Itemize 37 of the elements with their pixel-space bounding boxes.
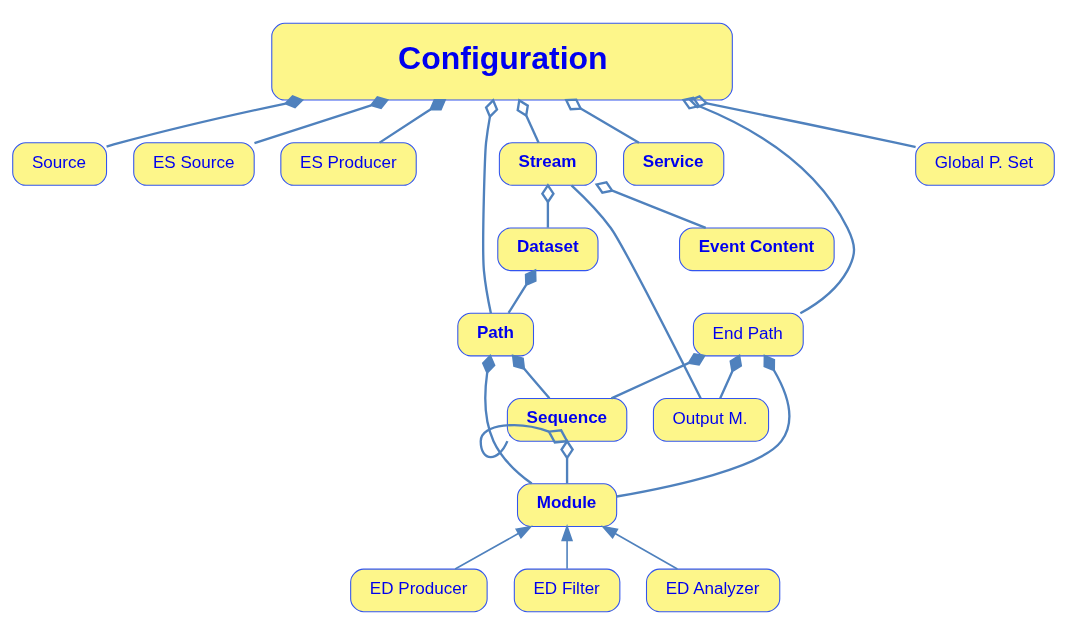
connector xyxy=(516,97,540,143)
arrow xyxy=(600,524,679,570)
connector xyxy=(479,423,569,458)
node-box: Module xyxy=(516,482,618,527)
connector xyxy=(570,184,702,399)
connector xyxy=(610,352,707,399)
connector xyxy=(482,97,499,313)
connector xyxy=(511,353,551,399)
connector xyxy=(616,353,791,498)
node-box: Path xyxy=(457,312,535,356)
connector xyxy=(481,353,533,484)
connector xyxy=(106,94,305,148)
node-box: ES Producer xyxy=(280,141,417,186)
node-box: Output M. xyxy=(652,397,770,442)
node-box: Service xyxy=(623,141,725,186)
node-box: End Path xyxy=(692,312,804,356)
arrow xyxy=(561,523,574,570)
connector xyxy=(507,268,537,314)
connector xyxy=(564,97,640,144)
node-box: ED Analyzer xyxy=(645,568,781,612)
node-box: Configuration xyxy=(271,22,733,101)
connector xyxy=(688,94,916,148)
node-box: ED Filter xyxy=(513,568,621,612)
node-box: Event Content xyxy=(679,226,835,271)
node-box: ES Source xyxy=(133,141,255,186)
connector xyxy=(540,182,555,228)
connector xyxy=(594,180,707,229)
node-box: ED Producer xyxy=(350,568,488,612)
node-box: Dataset xyxy=(497,226,599,271)
connector xyxy=(378,98,447,144)
node-box: Source xyxy=(12,141,108,186)
connector xyxy=(560,438,575,483)
connector xyxy=(254,95,390,144)
arrow xyxy=(454,524,533,570)
connector xyxy=(719,353,743,399)
node-box: Stream xyxy=(498,141,597,186)
node-box: Global P. Set xyxy=(915,141,1055,186)
